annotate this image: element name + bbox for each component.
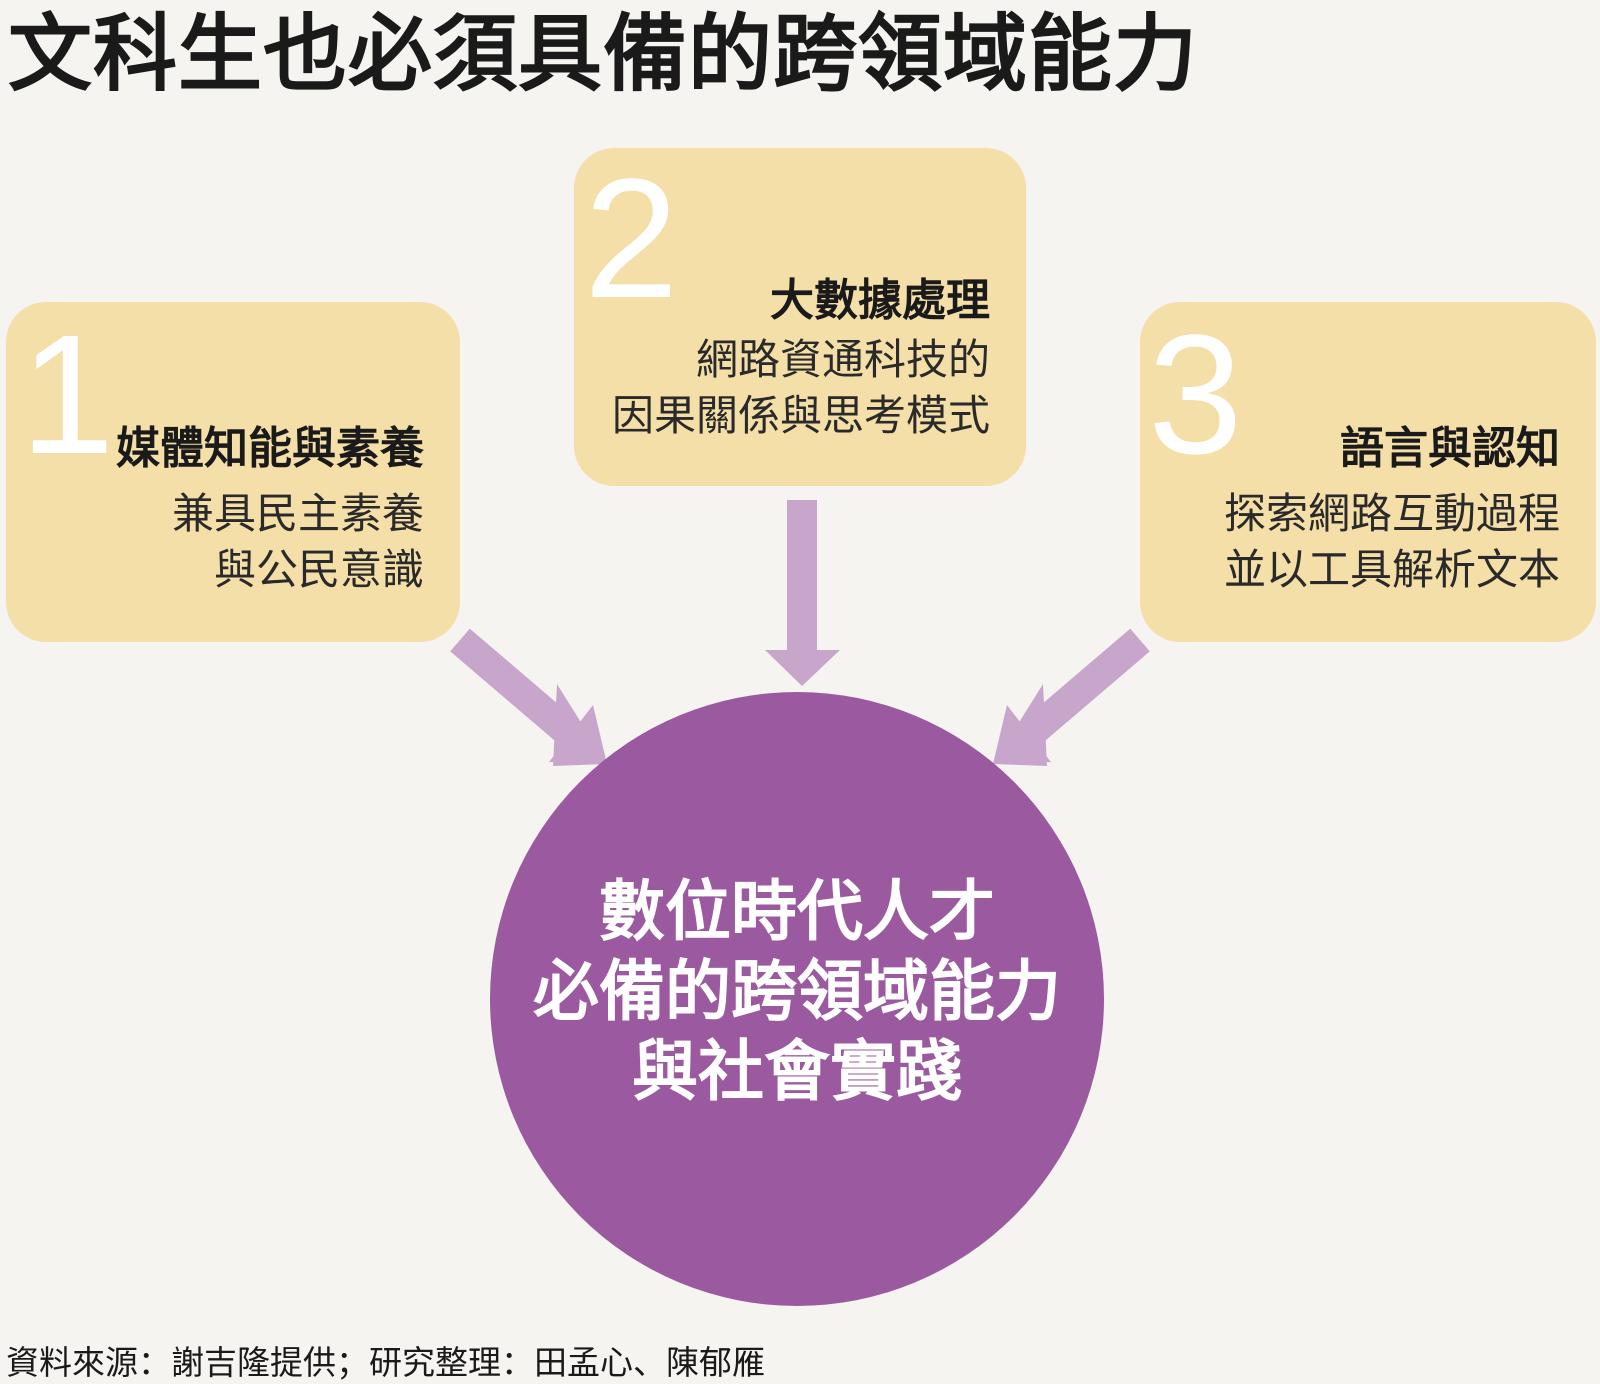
card-description: 兼具民主素養 與公民意識	[172, 486, 424, 598]
card-description: 探索網路互動過程 並以工具解析文本	[1224, 486, 1560, 598]
card-title: 語言與認知	[1340, 423, 1560, 474]
arrow-down-icon	[765, 500, 840, 686]
card-desc-line: 探索網路互動過程	[1223, 489, 1560, 538]
center-circle: 數位時代人才 必備的跨領域能力 與社會實踐	[490, 692, 1104, 1306]
source-note: 資料來源：謝吉隆提供；研究整理：田孟心、陳郁雁	[6, 1343, 765, 1382]
card-description: 網路資通科技的 因果關係與思考模式	[612, 332, 990, 444]
card-title: 大數據處理	[770, 275, 990, 326]
card-desc-line: 兼具民主素養	[171, 489, 424, 538]
card-number: 2	[584, 144, 679, 334]
card-media-literacy: 1 媒體知能與素養 兼具民主素養 與公民意識	[6, 302, 460, 642]
page-title: 文科生也必須具備的跨領域能力	[8, 5, 1199, 103]
card-title: 媒體知能與素養	[116, 423, 424, 474]
card-language-cognition: 3 語言與認知 探索網路互動過程 並以工具解析文本	[1140, 302, 1596, 642]
card-number: 1	[20, 300, 115, 490]
card-desc-line: 網路資通科技的	[695, 335, 990, 384]
arrow-right-icon	[993, 628, 1150, 766]
center-line: 與社會實踐	[632, 1033, 962, 1110]
center-line: 數位時代人才	[599, 873, 995, 950]
card-desc-line: 並以工具解析文本	[1223, 545, 1560, 594]
center-line: 必備的跨領域能力	[533, 953, 1061, 1030]
arrow-left-icon	[450, 628, 607, 766]
card-desc-line: 因果關係與思考模式	[611, 391, 990, 440]
center-text: 數位時代人才 必備的跨領域能力 與社會實踐	[490, 872, 1104, 1112]
card-number: 3	[1148, 300, 1243, 490]
card-big-data: 2 大數據處理 網路資通科技的 因果關係與思考模式	[574, 148, 1026, 486]
card-desc-line: 與公民意識	[213, 545, 424, 594]
